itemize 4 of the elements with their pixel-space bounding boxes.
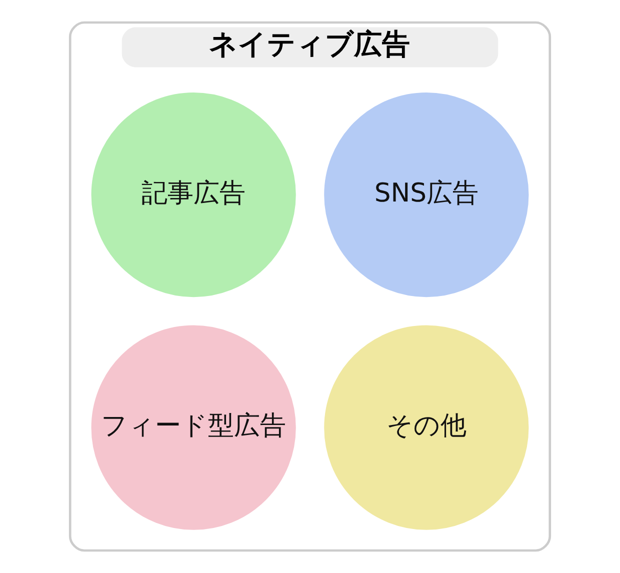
node-circle: SNS広告 (324, 92, 529, 298)
node-circle: その他 (324, 325, 529, 530)
node-circle: 記事広告 (91, 92, 296, 298)
node-circle: フィード型広告 (91, 325, 296, 530)
